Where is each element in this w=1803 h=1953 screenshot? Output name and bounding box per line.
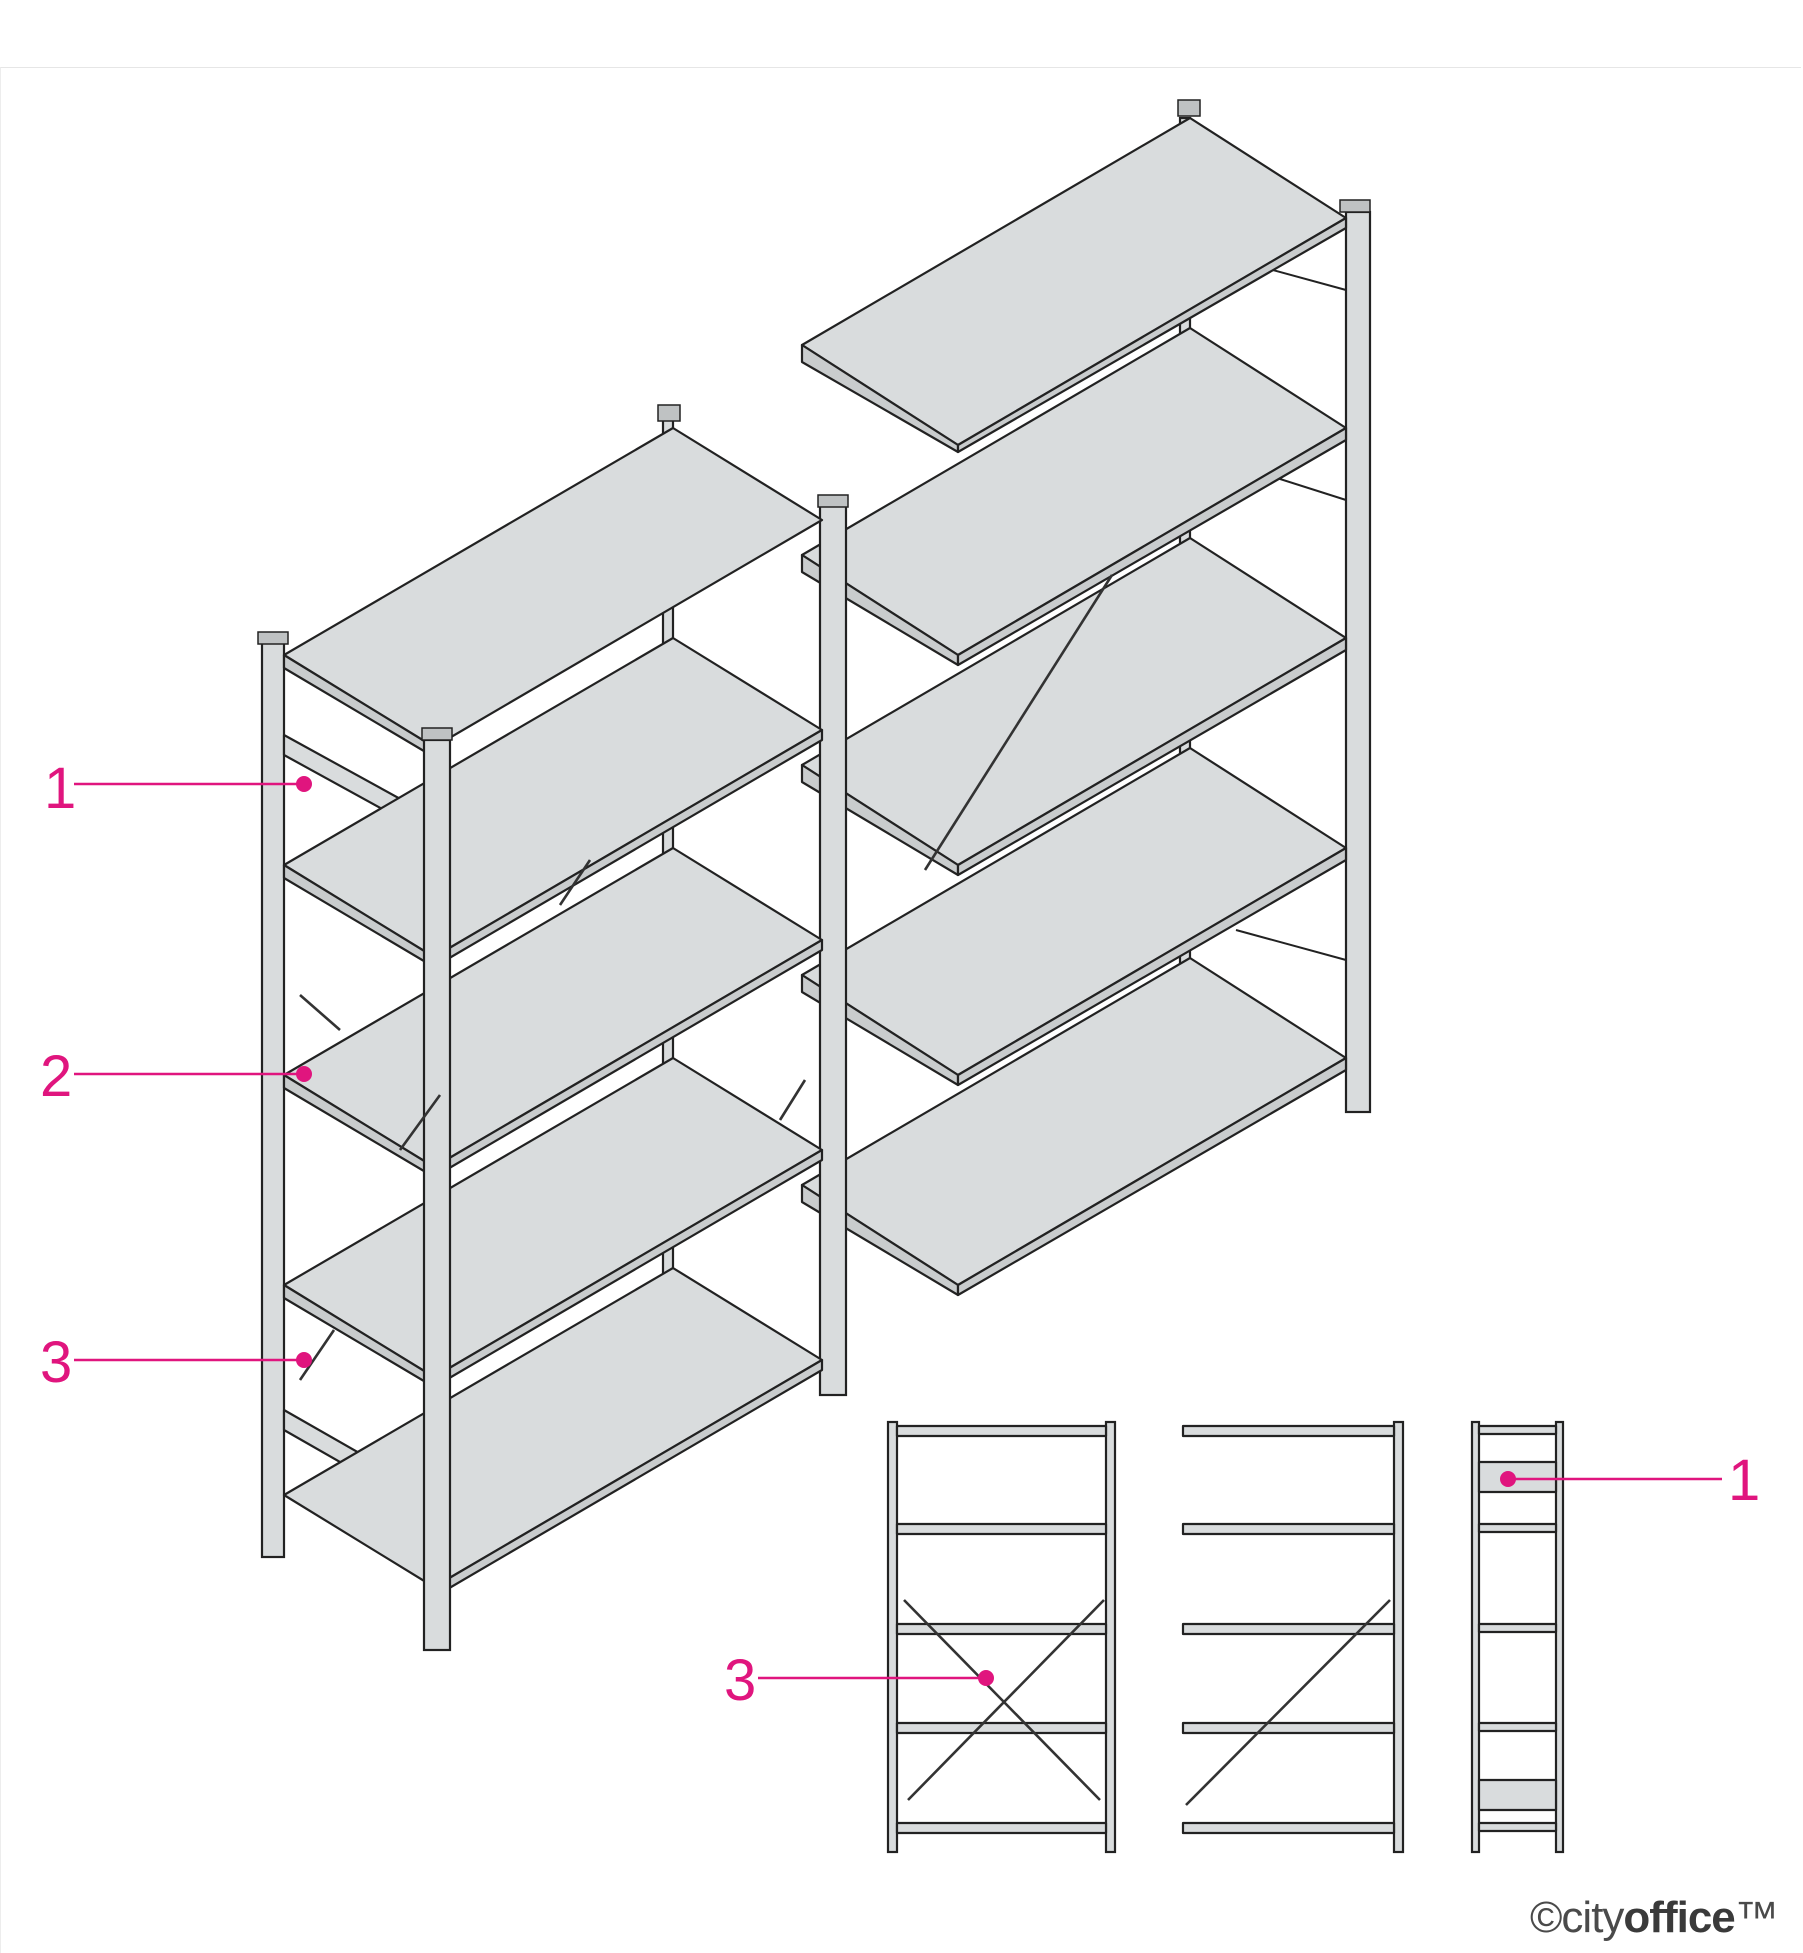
middle-post	[818, 503, 848, 1397]
post-cap	[1177, 99, 1201, 117]
brand-name-bold: office	[1623, 1893, 1735, 1942]
post-cap	[1339, 199, 1371, 213]
trademark-symbol: ™	[1734, 1893, 1779, 1942]
elevation-side	[1470, 1420, 1565, 1854]
post-cap	[817, 494, 849, 508]
add-on-bay	[800, 99, 1372, 1297]
starter-bay	[257, 404, 849, 1652]
post-cap	[421, 727, 453, 741]
elevation-starter	[886, 1420, 1117, 1854]
front-right-post	[422, 738, 452, 1652]
leader-dot	[296, 1066, 312, 1082]
elevation-add-on	[1181, 1420, 1405, 1854]
front-post-right-bay	[1344, 210, 1372, 1114]
callout-label-2: 2	[40, 1044, 73, 1109]
callout-label-1: 1	[44, 756, 77, 821]
right-bay-shelves	[800, 116, 1348, 1297]
callout-label-3-elevation: 3	[724, 1648, 757, 1713]
leader-dot	[1500, 1471, 1516, 1487]
diagram-frame	[0, 67, 1801, 1953]
brand-logo: ©cityoffice™	[1530, 1893, 1779, 1943]
side-brace	[299, 994, 341, 1031]
callout-label-3: 3	[40, 1330, 73, 1395]
side-brace	[298, 1094, 442, 1381]
callout-label-1-side: 1	[1728, 1448, 1761, 1513]
copyright-symbol: ©	[1530, 1893, 1562, 1942]
leader-dot	[296, 1352, 312, 1368]
callout-leaders	[74, 776, 1722, 1686]
right-bay-brace	[923, 574, 1114, 871]
back-brace	[558, 859, 807, 1121]
post-cap	[257, 631, 289, 645]
leader-dot	[296, 776, 312, 792]
brand-name-light: city	[1561, 1893, 1624, 1942]
leader-dot	[978, 1670, 994, 1686]
left-front-post	[260, 640, 286, 1559]
post-cap	[657, 404, 681, 422]
starter-bay-shelves	[282, 426, 824, 1599]
